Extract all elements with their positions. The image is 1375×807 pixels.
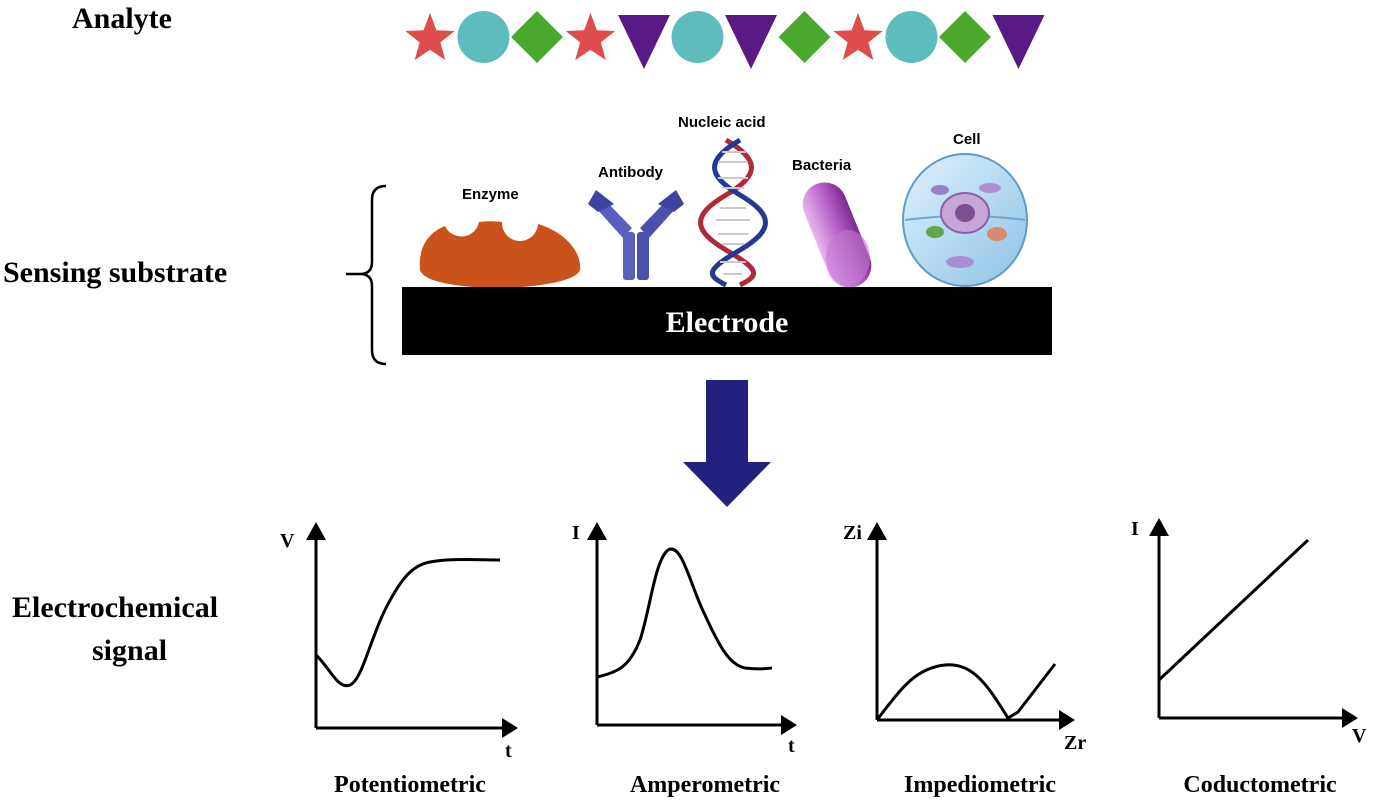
bacteria-icon [802, 182, 872, 288]
impediometric-y-label: Zi [843, 522, 862, 544]
potentiometric-curve [314, 558, 501, 688]
bacteria-label: Bacteria [792, 157, 852, 174]
amperometric-curve [596, 547, 773, 679]
amperometric-x-label: t [788, 735, 795, 757]
impediometric-title: Impediometric [904, 772, 1056, 798]
analyte-circle-icon [457, 11, 510, 63]
analyte-diamond-icon [511, 11, 563, 63]
electrochemical-signal-label-line2: signal [92, 634, 168, 667]
nucleic-acid-icon [698, 137, 768, 288]
analyte-diamond-icon [939, 11, 991, 63]
analyte-triangle-icon [618, 15, 670, 69]
analyte-star-icon [405, 13, 455, 60]
analyte-circle-icon [885, 11, 938, 63]
plot-amperometric [587, 522, 797, 735]
potentiometric-x-label: t [505, 740, 512, 762]
plot-impediometric [867, 522, 1075, 730]
analyte-circle-icon [671, 11, 724, 63]
plot-coductometric [1149, 518, 1358, 728]
analyte-diamond-icon [778, 11, 831, 63]
coductometric-x-label: V [1352, 725, 1367, 747]
plot-potentiometric [306, 522, 518, 738]
antibody-icon [588, 190, 684, 280]
analyte-row [405, 11, 1045, 69]
analyte-triangle-icon [992, 15, 1045, 69]
coductometric-title: Coductometric [1183, 772, 1337, 798]
coductometric-y-label: I [1131, 518, 1139, 540]
cell-label: Cell [953, 131, 981, 148]
enzyme-icon [419, 221, 581, 288]
sensing-substrate-label: Sensing substrate [3, 256, 228, 289]
substrate-bracket [346, 184, 387, 366]
analyte-triangle-icon [725, 15, 777, 69]
impediometric-curve [875, 663, 1057, 721]
electrode-bar [402, 287, 1052, 355]
coductometric-line [1157, 538, 1310, 682]
cell-icon [902, 153, 1028, 287]
enzyme-label: Enzyme [462, 186, 519, 203]
nucleic-acid-label: Nucleic acid [678, 114, 766, 131]
antibody-label: Antibody [598, 164, 663, 181]
analyte-star-icon [833, 13, 883, 60]
potentiometric-y-label: V [280, 530, 295, 552]
impediometric-x-label: Zr [1064, 732, 1087, 754]
electrochemical-signal-label-line1: Electrochemical [12, 591, 219, 624]
amperometric-title: Amperometric [629, 772, 781, 798]
analyte-label: Analyte [72, 2, 172, 35]
amperometric-y-label: I [572, 522, 580, 544]
electrode-label: Electrode [665, 306, 789, 339]
signal-arrow [683, 380, 771, 507]
potentiometric-title: Potentiometric [334, 772, 486, 798]
analyte-star-icon [565, 13, 616, 60]
